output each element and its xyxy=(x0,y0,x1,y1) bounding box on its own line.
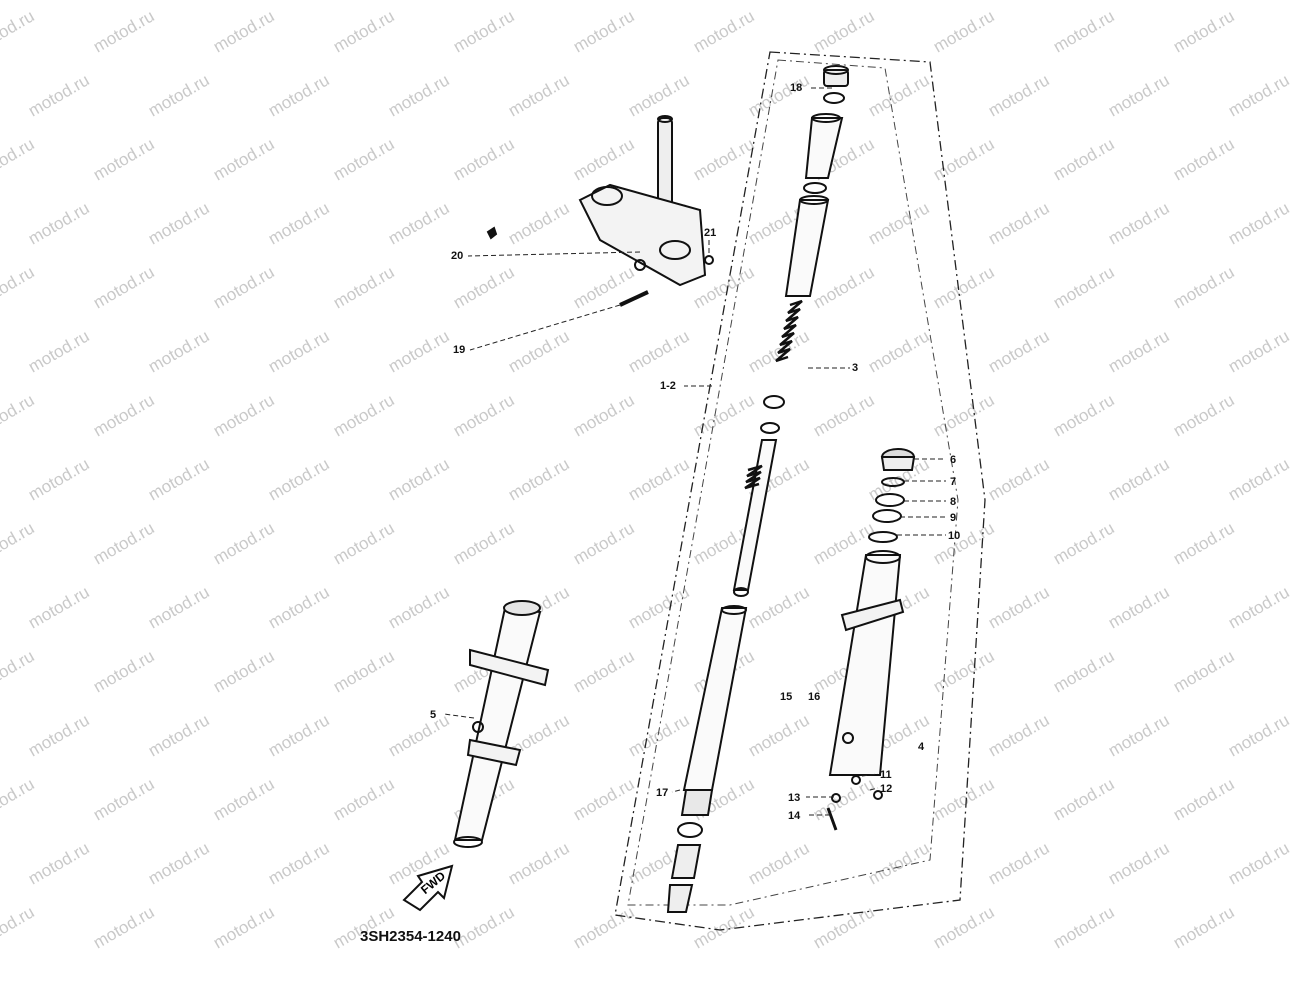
upper-bracket xyxy=(486,115,714,307)
callout-13: 13 xyxy=(788,792,800,804)
left-outer-tube xyxy=(453,600,550,848)
callout-4: 4 xyxy=(918,741,925,753)
cap-bolt xyxy=(823,65,849,104)
fork-spring xyxy=(775,299,803,363)
callout-20: 20 xyxy=(451,250,463,262)
callout-10: 10 xyxy=(948,530,960,542)
callout-16: 16 xyxy=(808,691,820,703)
callout-9: 9 xyxy=(950,512,956,524)
callout-6: 6 xyxy=(950,454,956,466)
callout-14: 14 xyxy=(788,810,801,822)
damper-rod xyxy=(732,395,785,597)
fork-inner-outline xyxy=(627,59,959,906)
callout-1-2: 1-2 xyxy=(660,380,676,392)
outer-tube-center xyxy=(666,605,748,913)
callout-12: 12 xyxy=(880,783,892,795)
fork-assembly-outline xyxy=(614,51,986,931)
callout-7: 7 xyxy=(950,476,956,488)
forward-arrow-icon: FWD xyxy=(402,864,454,912)
callout-11: 11 xyxy=(880,769,892,781)
callout-8: 8 xyxy=(950,496,956,508)
callout-3: 3 xyxy=(852,362,858,374)
callout-15: 15 xyxy=(780,691,792,703)
callout-21: 21 xyxy=(704,227,716,239)
callout-19: 19 xyxy=(453,344,465,356)
diagram-code: 3SH2354-1240 xyxy=(360,928,461,945)
callout-18: 18 xyxy=(790,82,802,94)
inner-tube xyxy=(784,113,844,297)
callout-5: 5 xyxy=(430,709,436,721)
part-callouts: 18 20 21 19 1-2 3 6 7 8 9 10 5 15 16 4 1… xyxy=(430,82,960,822)
callout-17: 17 xyxy=(656,787,668,799)
right-outer-tube xyxy=(826,448,916,831)
leader-lines xyxy=(443,87,946,816)
